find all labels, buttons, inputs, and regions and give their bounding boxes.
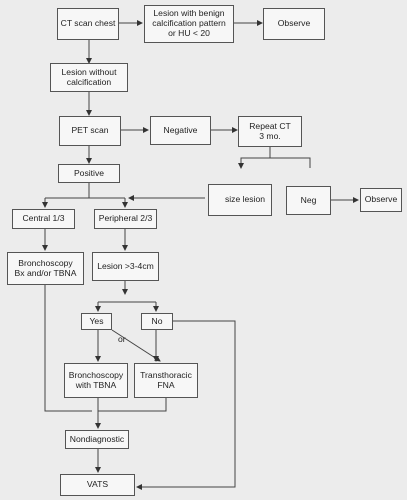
node-lesion-no-calc: Lesion without calcification — [50, 63, 128, 92]
node-pet-scan: PET scan — [59, 116, 121, 146]
node-central: Central 1/3 — [12, 209, 75, 229]
node-no: No — [141, 313, 173, 330]
label-or: or — [118, 334, 126, 344]
node-neg: Neg — [286, 186, 331, 215]
node-negative: Negative — [150, 116, 211, 145]
node-transthoracic-fna: Transthoracic FNA — [134, 363, 198, 398]
arrow-repeat-split — [238, 146, 271, 169]
node-observe-top: Observe — [263, 8, 325, 40]
node-bronchoscopy-bx: Bronchoscopy Bx and/or TBNA — [7, 252, 84, 285]
node-vats: VATS — [60, 474, 135, 496]
node-benign-lesion: Lesion with benign calcification pattern… — [144, 5, 234, 43]
node-peripheral: Peripheral 2/3 — [94, 209, 157, 229]
node-yes: Yes — [81, 313, 112, 330]
arrow-bronch-merge — [44, 284, 92, 412]
node-observe-right: Observe — [360, 188, 402, 212]
node-positive: Positive — [58, 164, 120, 183]
size-lesion-label: size lesion — [224, 194, 266, 205]
node-bronchoscopy-tbna: Bronchoscopy with TBNA — [64, 363, 128, 398]
arrow-fna-merge — [98, 397, 167, 412]
node-size-lesion: size lesion — [208, 184, 272, 216]
node-ct-scan: CT scan chest — [57, 8, 119, 40]
arrow-no-to-vats — [136, 320, 236, 490]
node-repeat-ct: Repeat CT 3 mo. — [238, 116, 302, 147]
arrow-yes-to-fna — [111, 329, 161, 362]
node-nondiagnostic: Nondiagnostic — [65, 430, 129, 449]
arrow-repeat-split-right — [270, 157, 311, 168]
node-lesion-size: Lesion >3-4cm — [92, 252, 159, 281]
